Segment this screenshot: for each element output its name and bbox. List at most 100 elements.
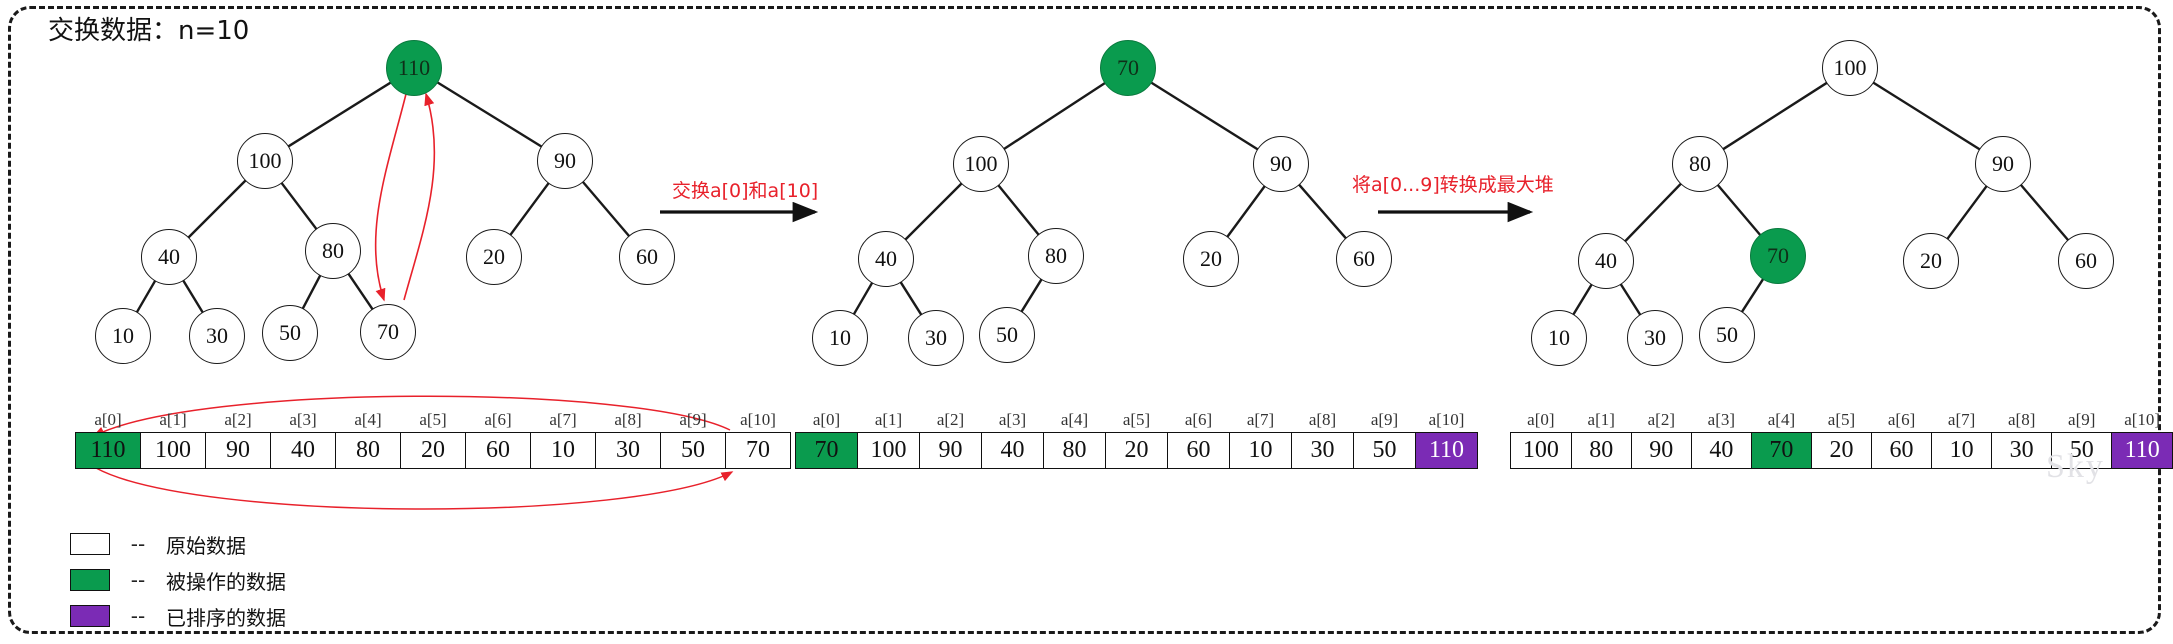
tree-node-label: 60 [1353,246,1375,271]
array-panel-1: a[0]a[1]a[2]a[3]a[4]a[5]a[6]a[7]a[8]a[9]… [75,410,791,469]
tree-node-30: 30 [189,308,245,364]
legend-row: -- 原始数据 [70,526,286,562]
array-index-cell: a[3] [1707,410,1736,429]
tree-node-20: 20 [1183,231,1239,287]
legend-label-original: 原始数据 [166,533,246,558]
tree-node-label: 60 [636,244,658,269]
tree-node-label: 30 [925,325,947,350]
array-index-cell: a[0] [94,410,122,429]
tree-node-10: 10 [95,308,151,364]
transition-2-label: 将a[0...9]转换成最大堆 [1352,174,1554,196]
tree-node-60: 60 [1336,231,1392,287]
array-index-cell: a[9] [679,410,707,429]
array-index-cell: a[6] [484,410,512,429]
array-cell: 20 [1810,432,1873,469]
tree-node-label: 40 [875,246,897,271]
array-cell: 110 [2111,432,2173,469]
tree-node-label: 110 [397,55,431,80]
array-cell: 50 [2051,432,2113,469]
tree-node-80: 80 [305,223,361,279]
array-index-cell: a[8] [2007,410,2036,429]
tree-node-70: 70 [1100,40,1156,96]
array-index-cell: a[9] [2068,410,2096,429]
legend-row: -- 已排序的数据 [70,598,286,634]
tree-node-30: 30 [908,310,964,366]
array-index-cell: a[2] [936,410,965,429]
legend-swatch-original [70,533,110,555]
tree-node-70: 70 [360,304,416,360]
tree-node-label: 80 [322,238,344,263]
array-cell: 100 [857,432,920,469]
array-cell: 70 [725,432,791,469]
tree-node-100: 100 [1822,40,1878,96]
legend-dash: -- [130,568,146,592]
array-index-row: a[0]a[1]a[2]a[3]a[4]a[5]a[6]a[7]a[8]a[9]… [1511,410,2173,433]
legend-row: -- 被操作的数据 [70,562,286,598]
tree-node-label: 30 [206,323,228,348]
array-index-cell: a[7] [1246,410,1275,429]
array-index-cell: a[10] [2124,410,2161,429]
array-cell: 90 [919,432,982,469]
tree-node-label: 70 [1117,55,1139,80]
tree-node-40: 40 [1578,233,1634,289]
array-index-cell: a[5] [419,410,447,429]
tree-node-50: 50 [979,307,1035,363]
array-index-row: a[0]a[1]a[2]a[3]a[4]a[5]a[6]a[7]a[8]a[9]… [76,410,791,433]
legend-label-sorted: 已排序的数据 [166,605,286,630]
tree-node-label: 100 [1833,55,1867,80]
array-index-cell: a[8] [1308,410,1337,429]
tree-node-label: 20 [483,244,505,269]
array-cell: 10 [1931,432,1993,469]
array-index-cell: a[4] [1060,410,1089,429]
tree-node-label: 80 [1045,243,1067,268]
tree-node-label: 20 [1920,248,1942,273]
tree-node-label: 40 [158,244,180,269]
array-index-cell: a[5] [1827,410,1856,429]
tree-node-20: 20 [1903,233,1959,289]
tree-node-50: 50 [1699,307,1755,363]
array-cell: 60 [465,432,531,469]
array-index-cell: a[7] [1947,410,1976,429]
tree-node-110: 110 [386,40,442,96]
array-cell: 40 [1690,432,1752,469]
array-index-cell: a[2] [1647,410,1675,429]
tree-node-90: 90 [537,133,593,189]
array-cell: 50 [660,432,726,469]
array-index-cell: a[10] [740,410,776,429]
array-cell: 80 [1043,432,1106,469]
tree-node-label: 30 [1644,325,1666,350]
legend-dash: -- [130,604,146,628]
tree-node-20: 20 [466,229,522,285]
tree-node-label: 70 [1767,243,1789,268]
array-cell: 40 [981,432,1044,469]
array-cell: 30 [1291,432,1354,469]
tree-node-label: 90 [554,148,576,173]
array-cell: 30 [595,432,661,469]
array-index-cell: a[4] [354,410,382,429]
array-panel-2: a[0]a[1]a[2]a[3]a[4]a[5]a[6]a[7]a[8]a[9]… [795,410,1478,469]
array-cell: 80 [1570,432,1632,469]
tree-node-label: 50 [279,320,301,345]
legend-swatch-operated [70,569,110,591]
tree-node-10: 10 [1531,310,1587,366]
array-index-cell: a[5] [1122,410,1151,429]
tree-node-80: 80 [1028,228,1084,284]
tree-node-100: 100 [953,136,1009,192]
array-cell: 70 [1750,432,1812,469]
array-index-cell: a[4] [1767,410,1796,429]
tree-node-40: 40 [141,229,197,285]
array-cell: 50 [1353,432,1416,469]
tree-node-label: 10 [112,323,134,348]
array-index-cell: a[3] [289,410,317,429]
array-cell: 100 [140,432,206,469]
array-cell: 90 [1630,432,1692,469]
array-index-cell: a[6] [1887,410,1916,429]
tree-node-label: 50 [996,322,1018,347]
array-cell: 100 [1510,432,1572,469]
array-cell: 30 [1991,432,2053,469]
array-index-cell: a[2] [224,410,252,429]
array-cell: 110 [1415,432,1478,469]
